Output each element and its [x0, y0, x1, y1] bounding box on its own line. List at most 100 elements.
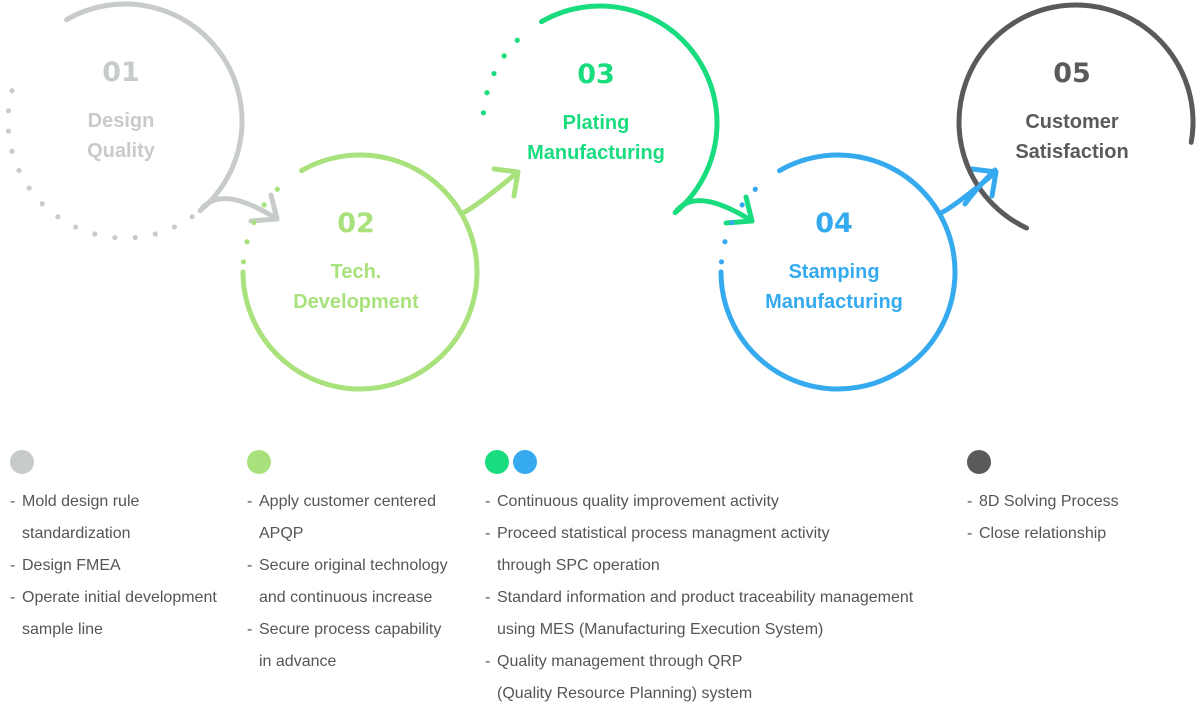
dotted-arc-dot: [92, 231, 98, 237]
dotted-arc-dot: [752, 186, 758, 192]
step-title-line: Customer: [1025, 111, 1119, 133]
dotted-arc-dot: [9, 148, 15, 154]
list-item: Design FMEA: [10, 550, 217, 582]
list-item-text: 8D Solving Process: [979, 493, 1119, 510]
circle-arc: [956, 2, 1196, 231]
list-item-text: Close relationship: [979, 525, 1107, 542]
list-item-text: Mold design rule: [22, 493, 140, 510]
process-diagram: 01DesignQuality02Tech.Development03Plati…: [5, 1, 1196, 392]
step-number: 05: [1053, 58, 1091, 89]
color-dot-icon: [10, 450, 34, 474]
list-item: Secure process capability in advance: [247, 614, 448, 678]
circle-arc: [718, 152, 958, 392]
connector-arrow: [962, 167, 998, 207]
step-title-line: Stamping: [788, 261, 879, 283]
list-item-text: APQP: [259, 525, 304, 542]
dotted-arc-dot: [1117, 10, 1123, 17]
step-title-line: Tech.: [331, 261, 382, 283]
dotted-arc-dot: [240, 259, 247, 265]
list-item: Quality management through QRP (Quality R…: [485, 646, 913, 710]
detail-list: Apply customer centeredAPQPSecure origin…: [247, 486, 448, 678]
detail-column: 8D Solving ProcessClose relationship: [967, 450, 1119, 550]
dotted-arc-dot: [718, 259, 725, 265]
color-dot-icon: [513, 450, 537, 474]
connector-arrow: [197, 196, 280, 222]
detail-column: Continuous quality improvement activityP…: [485, 450, 913, 710]
list-item-text: Secure original technology: [259, 557, 448, 574]
dotted-arc-dot: [39, 201, 45, 207]
step-title-line: Development: [293, 291, 419, 313]
dotted-arc-dot: [484, 90, 490, 96]
step-number: 03: [577, 59, 615, 90]
list-item-text: (Quality Resource Planning) system: [497, 685, 753, 702]
list-item-text: standardization: [22, 525, 131, 542]
step-number: 04: [815, 208, 853, 239]
dotted-arc-dot: [5, 128, 12, 134]
dotted-arc-dot: [501, 53, 507, 59]
step-number: 01: [102, 57, 140, 88]
dotted-arc-dot: [739, 202, 745, 208]
list-item-text: Standard information and product traceab…: [497, 589, 914, 606]
column-marker: [485, 450, 913, 476]
detail-list: Continuous quality improvement activityP…: [485, 486, 913, 710]
list-item-text: Proceed statistical process managment ac…: [497, 525, 830, 542]
dotted-arc-dot: [171, 224, 178, 230]
dotted-arc-dot: [16, 167, 22, 174]
column-marker: [247, 450, 448, 476]
step-title-line: Manufacturing: [765, 291, 903, 313]
list-item: Close relationship: [967, 518, 1119, 550]
circle-arc: [539, 3, 720, 216]
dotted-arc-dot: [112, 234, 118, 241]
dotted-arc-dot: [722, 239, 728, 245]
list-item: 8D Solving Process: [967, 486, 1119, 518]
list-item-text: Quality management through QRP: [497, 653, 743, 670]
circle-arc: [240, 152, 480, 392]
column-marker: [10, 450, 217, 476]
list-item-text: Operate initial development: [22, 589, 217, 606]
column-marker: [967, 450, 1119, 476]
connector-arrow: [672, 198, 755, 224]
list-item: Mold design rule standardization: [10, 486, 217, 550]
dotted-arc-dot: [1165, 47, 1171, 53]
dotted-arc-dot: [72, 224, 79, 230]
dotted-arc-dot: [1135, 20, 1141, 26]
dotted-arc-dot: [491, 70, 497, 77]
dotted-arc-dot: [1190, 123, 1196, 129]
list-item: Continuous quality improvement activity: [485, 486, 913, 518]
detail-column: Apply customer centeredAPQPSecure origin…: [247, 450, 448, 678]
list-item-text: through SPC operation: [497, 557, 660, 574]
list-item-text: in advance: [259, 653, 337, 670]
dotted-arc-dot: [189, 214, 195, 220]
list-item-text: Apply customer centered: [259, 493, 436, 510]
dotted-arc-dot: [152, 231, 158, 237]
list-item-text: Secure process capability: [259, 621, 442, 638]
list-item-text: Design FMEA: [22, 557, 121, 574]
dotted-arc-dot: [729, 219, 735, 226]
list-item: Standard information and product traceab…: [485, 582, 913, 646]
dotted-arc-dot: [1077, 2, 1083, 8]
arrowhead: [723, 194, 755, 226]
dotted-arc-dot: [244, 239, 250, 245]
dotted-arc-dot: [5, 108, 12, 114]
dotted-arc-dot: [274, 186, 280, 192]
color-dot-icon: [247, 450, 271, 474]
step-title-line: Design: [88, 110, 155, 132]
list-item-text: using MES (Manufacturing Execution Syste…: [497, 621, 824, 638]
step-title-line: Manufacturing: [527, 142, 665, 164]
detail-column: Mold design rule standardizationDesign FM…: [10, 450, 217, 646]
arrowhead: [491, 166, 521, 199]
detail-list: 8D Solving ProcessClose relationship: [967, 486, 1119, 550]
list-item-text: sample line: [22, 621, 103, 638]
dotted-arc-dot: [1176, 64, 1182, 70]
circle-arc: [64, 1, 245, 214]
list-item: Operate initial development sample line: [10, 582, 217, 646]
dotted-arc-dot: [1189, 103, 1195, 109]
color-dot-icon: [485, 450, 509, 474]
dotted-arc-dot: [1184, 83, 1190, 89]
